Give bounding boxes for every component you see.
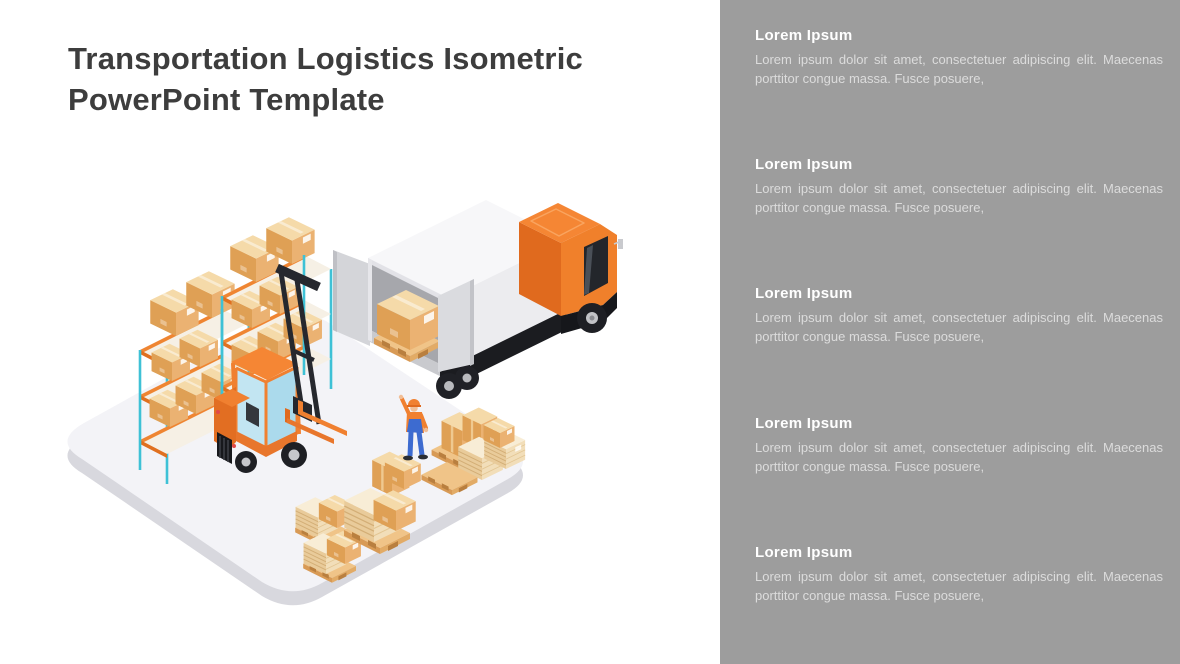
text-panel: Lorem Ipsum Lorem ipsum dolor sit amet, …	[720, 0, 1180, 664]
section-heading: Lorem Ipsum	[755, 544, 853, 561]
forklift	[214, 263, 347, 473]
panel-section: Lorem Ipsum Lorem ipsum dolor sit amet, …	[755, 27, 1163, 88]
section-body: Lorem ipsum dolor sit amet, consectetuer…	[755, 569, 1163, 603]
section-body: Lorem ipsum dolor sit amet, consectetuer…	[755, 52, 1163, 86]
warehouse-illustration	[67, 200, 623, 606]
panel-section: Lorem Ipsum Lorem ipsum dolor sit amet, …	[755, 415, 1163, 476]
delivery-truck	[333, 200, 623, 399]
section-heading: Lorem Ipsum	[755, 415, 853, 432]
panel-section: Lorem Ipsum Lorem ipsum dolor sit amet, …	[755, 544, 1163, 605]
panel-section: Lorem Ipsum Lorem ipsum dolor sit amet, …	[755, 156, 1163, 217]
section-heading: Lorem Ipsum	[755, 156, 853, 173]
slide-title: Transportation Logistics Isometric Power…	[68, 41, 583, 117]
panel-section: Lorem Ipsum Lorem ipsum dolor sit amet, …	[755, 285, 1163, 346]
section-body: Lorem ipsum dolor sit amet, consectetuer…	[755, 181, 1163, 215]
section-body: Lorem ipsum dolor sit amet, consectetuer…	[755, 440, 1163, 474]
section-body: Lorem ipsum dolor sit amet, consectetuer…	[755, 310, 1163, 344]
section-heading: Lorem Ipsum	[755, 27, 853, 44]
warehouse-worker	[398, 394, 429, 461]
section-heading: Lorem Ipsum	[755, 285, 853, 302]
